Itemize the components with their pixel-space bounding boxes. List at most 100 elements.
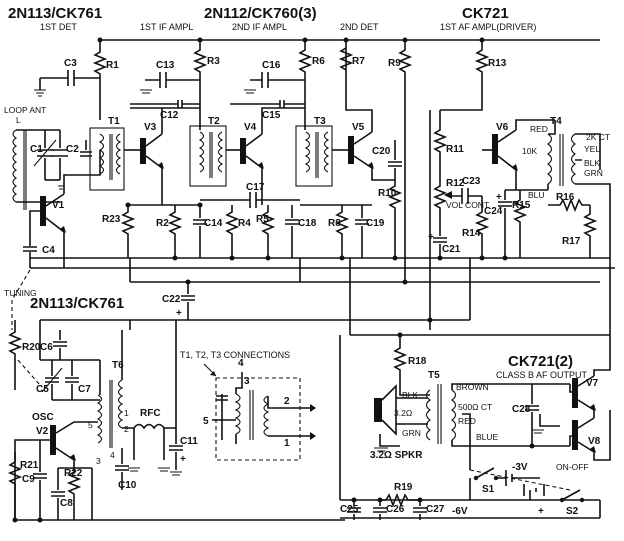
t1-transformer <box>89 127 125 191</box>
v3-transistor <box>145 133 163 169</box>
inset-title: T1, T2, T3 CONNECTIONS <box>180 350 290 360</box>
c20-label: C20 <box>372 146 391 157</box>
c12-label: C12 <box>160 110 179 121</box>
c27-capacitor <box>413 500 427 520</box>
r9-label: R9 <box>388 58 401 69</box>
svg-text:+: + <box>496 192 502 203</box>
r20-label: R20 <box>22 342 41 353</box>
r10-resistor <box>387 180 403 258</box>
output-part-label: CK721(2) <box>508 353 573 370</box>
c2-label: C2 <box>66 144 79 155</box>
r21-label: R21 <box>20 460 39 471</box>
r16-resistor <box>548 197 590 213</box>
t6-transformer <box>96 394 103 444</box>
r19-resistor <box>380 492 420 508</box>
c5-capacitor <box>40 359 100 400</box>
r12-volume-control[interactable] <box>432 180 448 228</box>
t6-label: T6 <box>112 360 124 371</box>
stage2-part-label: 2N112/CK760(3) <box>204 5 317 22</box>
t5-red-label: RED <box>458 416 476 426</box>
c21-capacitor <box>433 228 447 258</box>
c17-capacitor <box>200 192 300 208</box>
t5-transformer <box>425 389 431 441</box>
c7-capacitor <box>65 360 79 400</box>
t4-yel-label: YEL <box>584 144 600 154</box>
r14-label: R14 <box>462 228 481 239</box>
v1-base-bar <box>40 196 46 226</box>
r9-resistor <box>397 40 413 282</box>
v1-label: V1 <box>52 200 65 211</box>
r13-label: R13 <box>488 58 507 69</box>
c26-label: C26 <box>386 504 405 515</box>
r19-label: R19 <box>394 482 413 493</box>
r10-label: R10 <box>378 188 397 199</box>
c14-capacitor <box>193 205 207 258</box>
r6-resistor <box>297 40 313 130</box>
inset-pin-5: 5 <box>203 416 209 427</box>
t5-32-label: 3.2Ω <box>394 408 412 418</box>
s2-switch[interactable] <box>561 489 581 501</box>
t4-10k-label: 10K <box>522 146 537 156</box>
v7-transistor <box>577 375 595 411</box>
s1-switch[interactable] <box>475 467 495 479</box>
v3-base-bar <box>140 138 146 164</box>
t5-brown-label: BROWN <box>456 382 489 392</box>
v2-base-bar <box>50 425 56 455</box>
t5-500ct-label: 500Ω CT <box>458 402 492 412</box>
c18-label: C18 <box>298 218 317 229</box>
v3-label: V3 <box>144 122 157 133</box>
c25-label: C25 <box>340 504 359 515</box>
loop-l-label: L <box>16 115 21 125</box>
r15-label: R15 <box>512 200 531 211</box>
speaker <box>381 384 397 436</box>
c15-capacitor <box>230 100 305 108</box>
r5-label: R5 <box>256 214 269 225</box>
r11-resistor <box>432 110 448 180</box>
v4-base-bar <box>240 138 246 164</box>
c8-capacitor <box>51 467 92 520</box>
r3-resistor <box>192 40 208 130</box>
t4-label: T4 <box>550 116 562 127</box>
r11-label: R11 <box>446 144 464 155</box>
t4-grn-label: GRN <box>584 168 603 178</box>
t2-transformer <box>189 125 227 187</box>
v7-label: V7 <box>586 378 599 389</box>
vol-cont-label: VOL CONT <box>446 200 489 210</box>
t4-blu-label: BLU <box>528 190 545 200</box>
r20-resistor <box>7 320 23 390</box>
c4-label: C4 <box>42 245 55 256</box>
c20-capacitor <box>371 140 402 181</box>
osc-pin-2: 2 <box>124 424 129 434</box>
stage1-role-label: 1ST DET <box>40 22 77 32</box>
v8-base-bar <box>572 420 578 450</box>
c22-capacitor <box>181 282 195 320</box>
r18-resistor <box>392 335 430 396</box>
rfc-label: RFC <box>140 408 161 419</box>
t5-blk-label: BLK <box>402 390 418 400</box>
minus-6v-label: -6V <box>452 506 468 517</box>
r2-resistor <box>167 205 183 258</box>
loop-ant-label: LOOP ANT <box>4 105 46 115</box>
c19-capacitor <box>355 205 369 258</box>
svg-text:+: + <box>180 454 186 465</box>
s2-label: S2 <box>566 506 579 517</box>
stage3-role-label: 2ND IF AMPL <box>232 22 287 32</box>
r1-label: R1 <box>106 60 119 71</box>
s1-label: S1 <box>482 484 495 495</box>
v2-transistor <box>55 421 75 461</box>
inset-primary-coil <box>234 393 241 435</box>
v5-base-bar <box>348 136 354 164</box>
r6-label: R6 <box>312 56 325 67</box>
c6-label: C6 <box>40 342 53 353</box>
svg-text:+: + <box>176 308 182 319</box>
c26-capacitor <box>373 500 387 520</box>
r8-label: R8 <box>328 218 341 229</box>
r22-resistor <box>66 468 82 520</box>
r23-resistor <box>120 205 136 258</box>
c10-capacitor <box>115 448 129 490</box>
t5-label: T5 <box>428 370 440 381</box>
r23-label: R23 <box>102 214 121 225</box>
c21-label: C21 <box>442 244 461 255</box>
speaker-label: 3.2Ω SPKR <box>370 450 423 461</box>
